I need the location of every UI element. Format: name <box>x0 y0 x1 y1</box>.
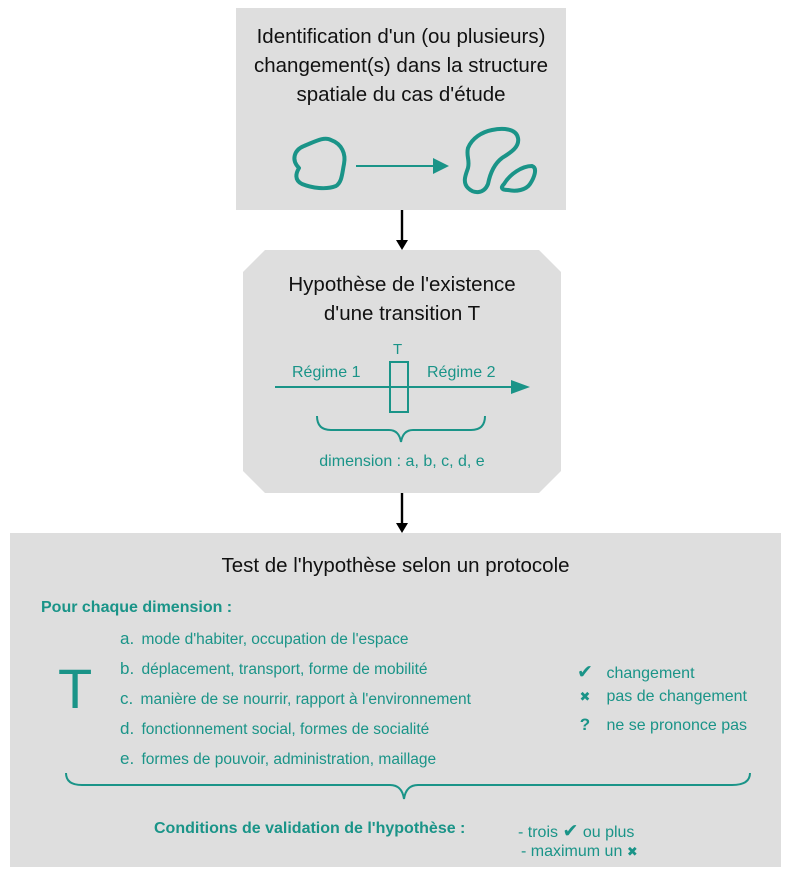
rule-text: - trois <box>518 824 558 841</box>
rule-text: - maximum un <box>521 843 623 860</box>
transition-box <box>389 361 409 413</box>
step2-box: Hypothèse de l'existence d'une transitio… <box>243 250 561 493</box>
dimension-item-d: d. fonctionnement social, formes de soci… <box>120 719 429 739</box>
blob-fragment-icon <box>499 164 538 193</box>
dimension-text: manière de se nourrir, rapport à l'envir… <box>140 691 471 708</box>
dimension-text: déplacement, transport, forme de mobilit… <box>141 661 428 678</box>
flow-arrow-2 <box>396 493 408 533</box>
step1-title-line: Identification d'un (ou plusieurs) <box>256 25 546 48</box>
change-arrow-head <box>433 158 449 174</box>
dimension-letter: d. <box>120 719 135 738</box>
timeline-illustration <box>275 361 530 443</box>
regime-1-label: Régime 1 <box>292 364 361 381</box>
step3-title: Test de l'hypothèse selon un protocole <box>221 554 570 577</box>
transition-label: T <box>393 341 403 358</box>
dimension-letter: a. <box>120 629 135 648</box>
dimension-letter: b. <box>120 659 135 678</box>
dimension-item-a: a. mode d'habiter, occupation de l'espac… <box>120 629 409 649</box>
timeline-arrow-head <box>511 380 530 394</box>
spatial-change-illustration <box>292 127 538 195</box>
step2-title: Hypothèse de l'existence d'une transitio… <box>243 270 561 328</box>
conditions-label: Conditions de validation de l'hypothèse … <box>154 820 466 837</box>
legend-text: ne se prononce pas <box>606 717 747 734</box>
transition-big-letter: T <box>58 657 93 720</box>
legend-item-no-opinion: ? ne se prononce pas <box>574 715 747 735</box>
dimension-text: formes de pouvoir, administration, maill… <box>141 751 437 768</box>
legend-text: pas de changement <box>606 688 747 705</box>
step1-title-line: spatiale du cas d'étude <box>296 83 506 106</box>
dimension-item-c: c. manière de se nourrir, rapport à l'en… <box>120 689 471 709</box>
per-dimension-heading: Pour chaque dimension : <box>41 599 233 616</box>
question-icon: ? <box>579 715 591 734</box>
rule-text: ou plus <box>582 824 635 841</box>
dimension-letter: c. <box>120 689 134 708</box>
legend-item-change: ✔ changement <box>574 661 695 684</box>
legend-text: changement <box>606 665 695 682</box>
step1-title-line: changement(s) dans la structure <box>254 54 548 77</box>
step2-title-line: d'une transition T <box>323 302 481 325</box>
dimension-letter: e. <box>120 749 135 768</box>
flow-arrow-1 <box>396 210 408 250</box>
blob-after-icon <box>462 127 521 195</box>
rule-1: - trois ✔ ou plus <box>518 820 634 843</box>
dimension-item-e: e. formes de pouvoir, administration, ma… <box>120 749 436 769</box>
regime-2-label: Régime 2 <box>427 364 496 381</box>
dimension-text: mode d'habiter, occupation de l'espace <box>141 631 409 648</box>
step1-title: Identification d'un (ou plusieurs) chang… <box>236 22 566 109</box>
step2-title-line: Hypothèse de l'existence <box>288 273 516 296</box>
legend-item-no-change: ✖ pas de changement <box>574 688 747 706</box>
step1-box: Identification d'un (ou plusieurs) chang… <box>236 8 566 210</box>
dimension-text: fonctionnement social, formes de sociali… <box>141 721 430 738</box>
step3-box: Test de l'hypothèse selon un protocole P… <box>10 533 781 867</box>
dimension-label: dimension : a, b, c, d, e <box>319 453 485 470</box>
rule-2: - maximum un ✖ <box>521 843 638 861</box>
blob-before-icon <box>292 136 347 191</box>
dimension-item-b: b. déplacement, transport, forme de mobi… <box>120 659 428 679</box>
check-icon: ✔ <box>562 821 579 842</box>
cross-icon: ✖ <box>579 689 591 704</box>
dimension-brace <box>316 415 486 443</box>
check-icon: ✔ <box>577 662 593 683</box>
cross-icon: ✖ <box>626 844 638 859</box>
conditions-brace <box>65 772 751 800</box>
